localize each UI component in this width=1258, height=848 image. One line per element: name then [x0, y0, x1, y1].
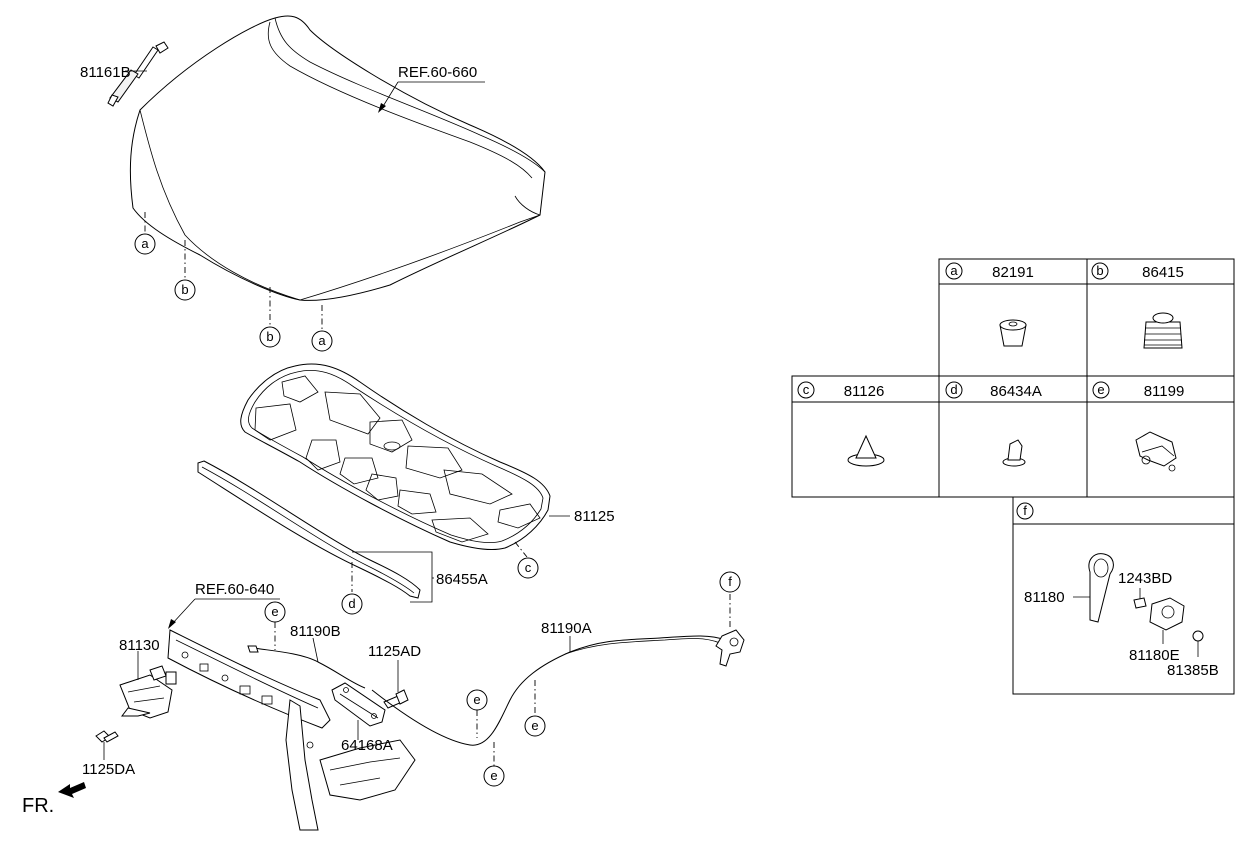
legend-a-part: 82191	[992, 264, 1034, 281]
release-cable	[371, 635, 726, 746]
front-indicator: FR.	[22, 795, 54, 817]
legend-e-letter: e	[1097, 382, 1104, 397]
callout-a-2: a	[318, 333, 326, 348]
label-81125: 81125	[574, 508, 615, 525]
grommet-icon	[999, 319, 1027, 347]
label-81130: 81130	[119, 637, 160, 654]
legend-a-letter: a	[950, 263, 958, 278]
label-81161B: 81161B	[80, 64, 131, 81]
hood-panel	[129, 15, 546, 301]
legend-d-part: 86434A	[990, 383, 1042, 400]
legend-c-part: 81126	[844, 383, 885, 400]
label-86455A: 86455A	[436, 571, 488, 588]
hood-insulator-pad	[240, 363, 551, 551]
legend-f-81180: 81180	[1024, 589, 1065, 606]
clip-icon	[847, 434, 885, 467]
callout-c: c	[525, 560, 532, 575]
screw-icon	[1133, 597, 1147, 609]
callout-b-2: b	[266, 329, 273, 344]
label-1125DA: 1125DA	[82, 761, 135, 778]
callout-e-2: e	[473, 692, 480, 707]
label-64168A: 64168A	[341, 737, 393, 754]
legend-c-letter: c	[803, 382, 810, 397]
callout-f: f	[728, 574, 732, 589]
legend-f-81385B: 81385B	[1167, 662, 1219, 679]
callout-b: b	[181, 282, 188, 297]
ref-hood-panel: REF.60-660	[398, 64, 477, 81]
bracket-64168A	[331, 682, 386, 727]
cable-clip-icon	[1135, 431, 1177, 472]
label-81190B: 81190B	[290, 623, 341, 640]
callout-d: d	[348, 596, 355, 611]
retainer-icon	[1002, 439, 1026, 467]
callout-e-1: e	[271, 604, 278, 619]
legend-f-letter: f	[1023, 503, 1027, 518]
radiator-support	[167, 629, 416, 831]
callout-e-3: e	[490, 768, 497, 783]
parts-legend	[791, 258, 1235, 695]
callout-a: a	[141, 236, 149, 251]
legend-e-part: 81199	[1144, 383, 1185, 400]
legend-d-letter: d	[950, 382, 957, 397]
weatherstrip	[197, 460, 421, 599]
legend-b-letter: b	[1096, 263, 1103, 278]
hood-latch	[119, 665, 177, 719]
ref-fender-apron: REF.60-640	[195, 581, 274, 598]
handle-81180E-icon	[1149, 597, 1185, 631]
bolt-1125AD	[383, 689, 409, 709]
callout-e-4: e	[531, 718, 538, 733]
label-1125AD: 1125AD	[368, 643, 421, 660]
nut-icon	[1192, 630, 1204, 642]
legend-f-1243BD: 1243BD	[1118, 570, 1172, 587]
lever-81180-icon	[1088, 553, 1114, 623]
legend-b-part: 86415	[1142, 264, 1184, 281]
label-81190A: 81190A	[541, 620, 592, 637]
release-handle-assy	[715, 629, 745, 667]
bolt-1125DA	[95, 730, 119, 743]
bumper-stop-icon	[1143, 312, 1183, 349]
front-arrow-icon	[58, 782, 86, 798]
legend-f-81180E: 81180E	[1129, 647, 1180, 664]
